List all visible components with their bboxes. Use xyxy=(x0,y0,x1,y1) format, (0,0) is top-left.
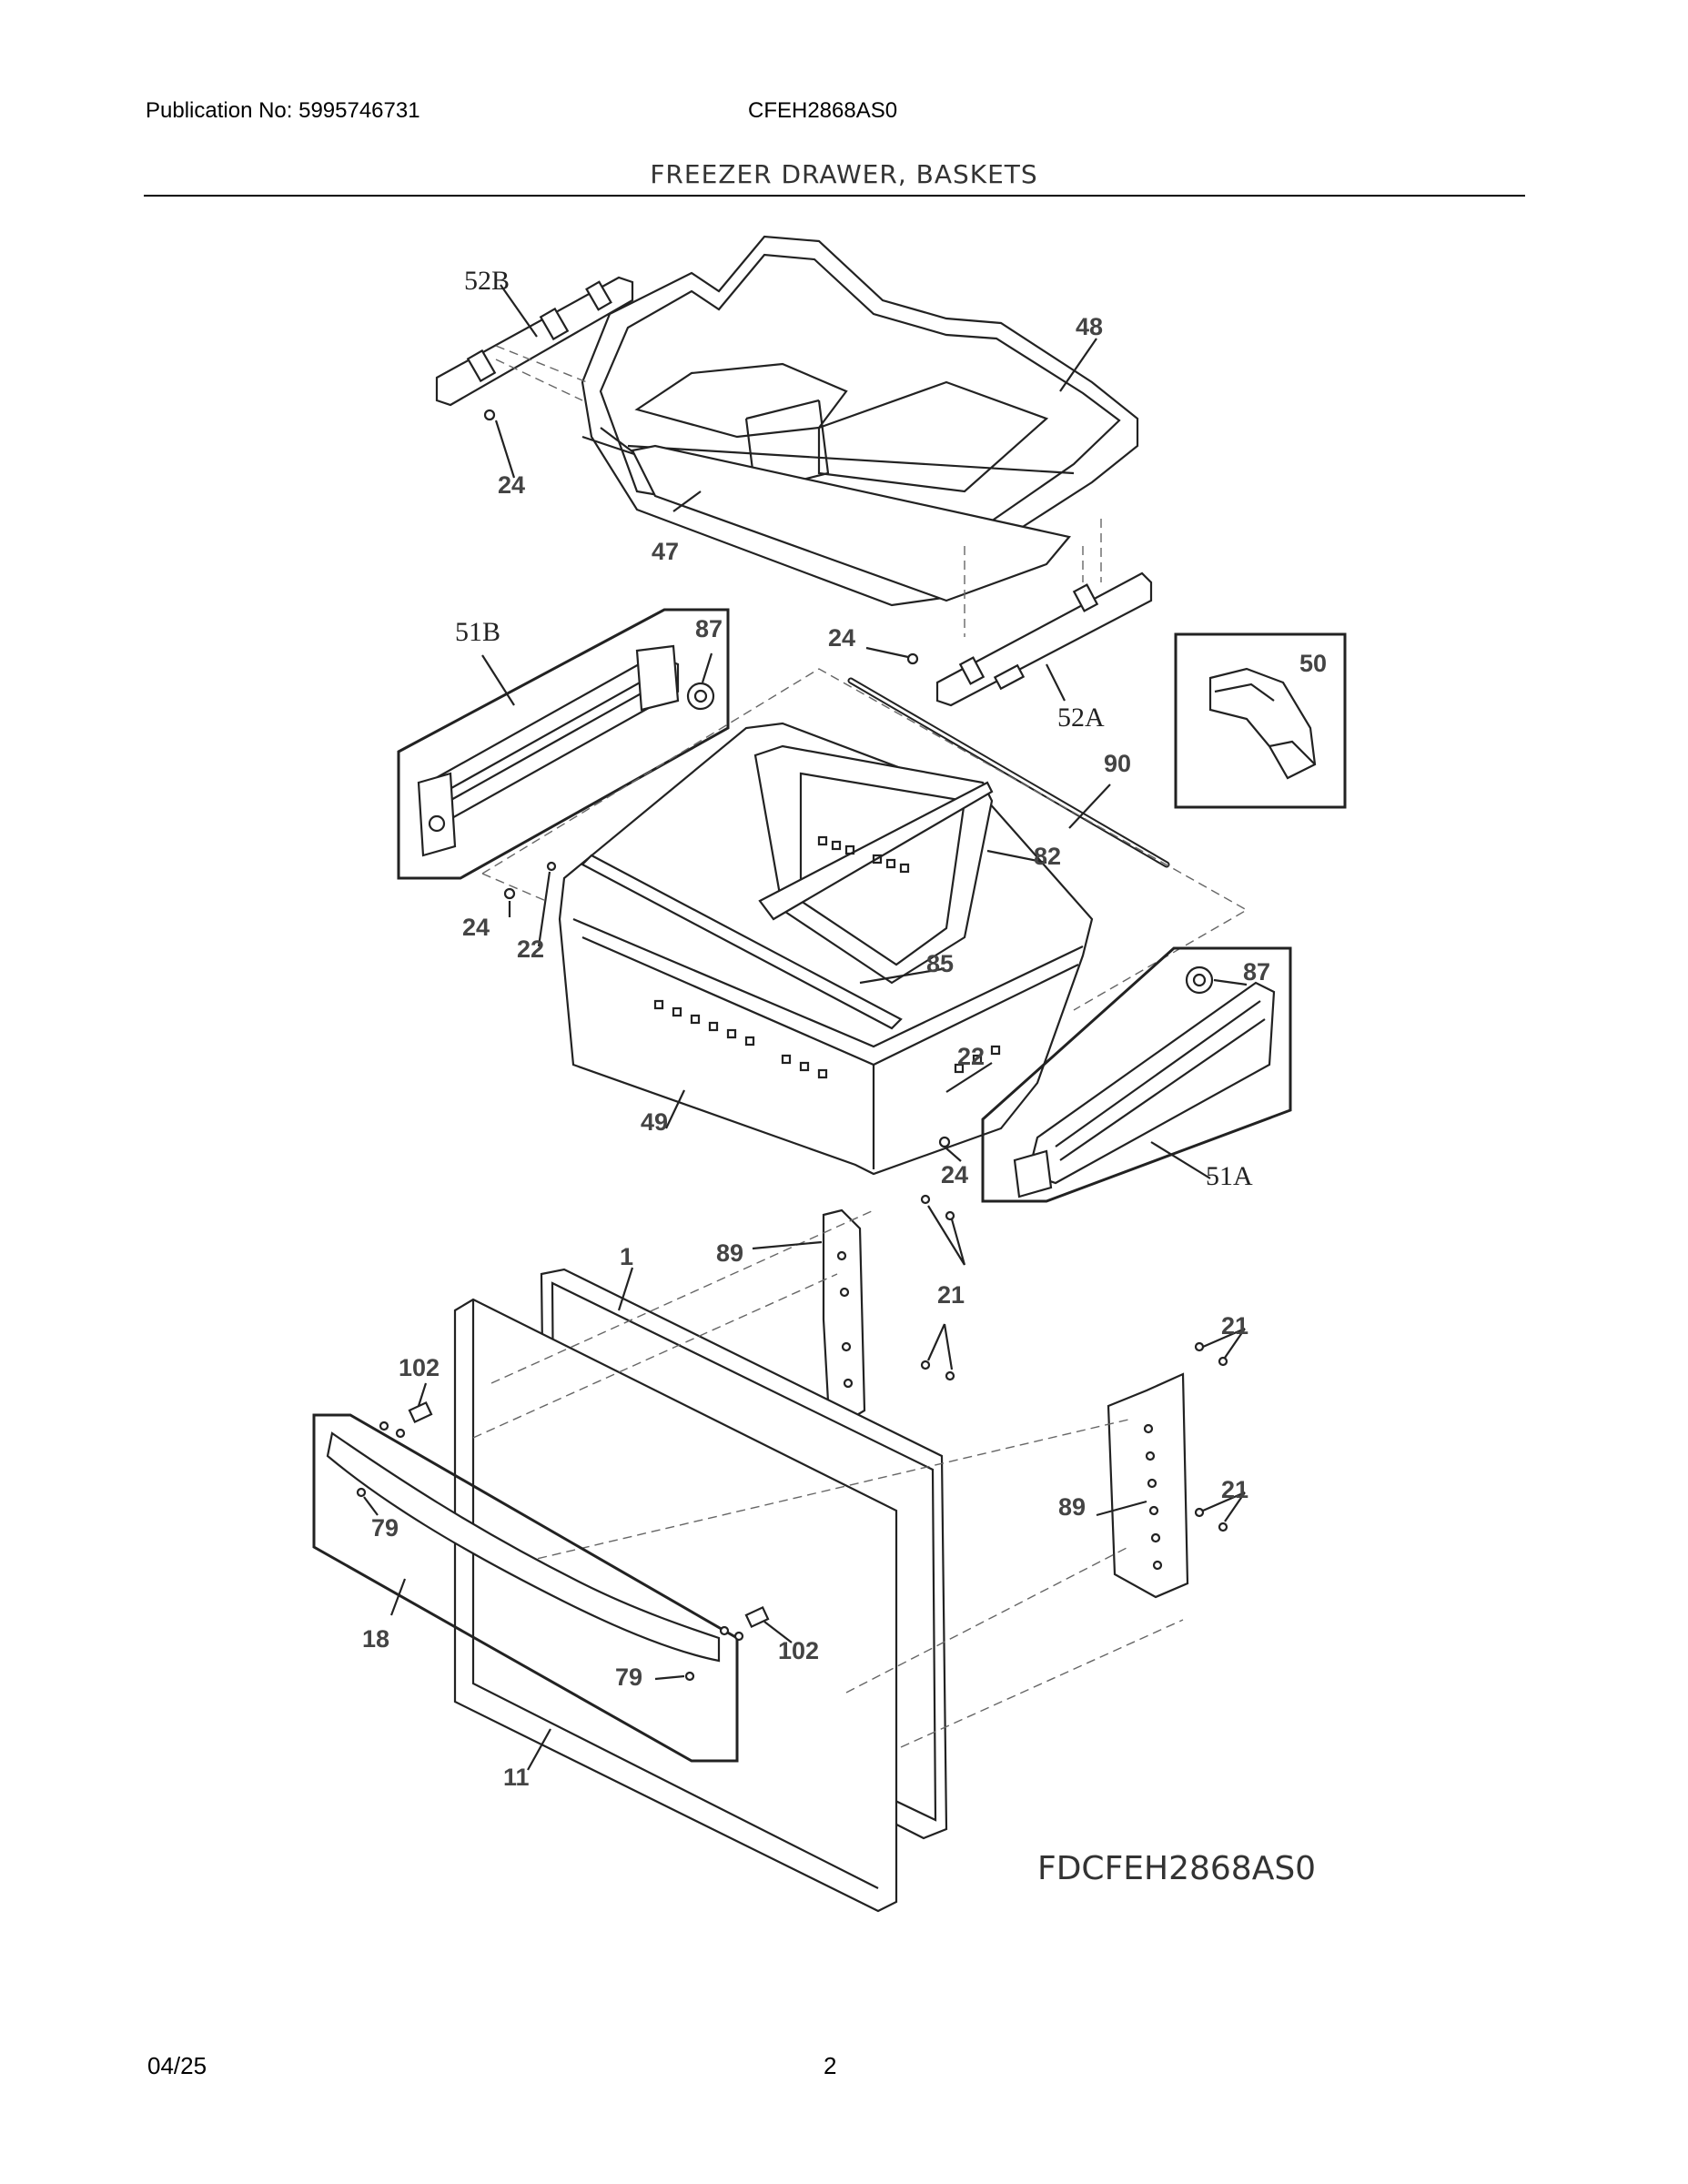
basket-82-upper xyxy=(753,744,994,985)
label-24: 24 xyxy=(941,1161,968,1188)
label-87: 87 xyxy=(695,615,723,642)
label-24: 24 xyxy=(828,624,855,652)
label-11: 11 xyxy=(503,1764,530,1791)
model-number: CFEH2868AS0 xyxy=(748,98,898,123)
label-52b: 52B xyxy=(464,266,510,296)
label-21: 21 xyxy=(1221,1476,1248,1503)
slide-assembly-51a xyxy=(1013,981,1276,1198)
box-50-frame xyxy=(1174,632,1347,809)
page-number: 2 xyxy=(824,2052,837,2079)
label-48: 48 xyxy=(1076,313,1103,340)
screw-79-bottom xyxy=(684,1671,695,1682)
box-51a-frame xyxy=(981,946,1292,1203)
label-102: 102 xyxy=(778,1637,819,1664)
label-18: 18 xyxy=(362,1625,389,1653)
tray-47 xyxy=(631,444,1072,602)
title-rule xyxy=(144,195,1525,197)
label-79: 79 xyxy=(371,1514,399,1542)
label-1: 1 xyxy=(620,1243,633,1270)
endcap-102-bottom xyxy=(744,1605,770,1629)
label-50: 50 xyxy=(1299,650,1327,677)
door-panel-11 xyxy=(453,1298,898,1913)
label-102: 102 xyxy=(399,1354,440,1381)
handle-box-18 xyxy=(312,1413,739,1763)
endcap-102-top xyxy=(408,1400,433,1424)
label-90: 90 xyxy=(1104,750,1131,777)
label-22: 22 xyxy=(957,1043,985,1070)
part-labels: 52B 48 24 47 51B 87 24 52A 50 90 82 24 2… xyxy=(362,266,1327,1791)
label-82: 82 xyxy=(1034,843,1061,870)
publication-number: Publication No: 5995746731 xyxy=(146,98,420,123)
gear-87-right xyxy=(1185,966,1214,995)
label-79: 79 xyxy=(615,1663,642,1691)
slide-assembly-51b xyxy=(417,644,680,857)
basket-grid xyxy=(653,835,1001,1079)
screw-22-left xyxy=(546,861,557,872)
label-24: 24 xyxy=(462,914,490,941)
label-51a: 51A xyxy=(1206,1161,1253,1191)
label-85: 85 xyxy=(926,950,954,977)
screw-24-left xyxy=(503,887,516,900)
page-title: FREEZER DRAWER, BASKETS xyxy=(650,159,1038,189)
bracket-89-left xyxy=(822,1208,866,1426)
bracket-89-right xyxy=(1107,1372,1189,1599)
label-89: 89 xyxy=(1058,1493,1086,1521)
screw-24-top xyxy=(483,409,496,421)
label-21: 21 xyxy=(1221,1312,1248,1340)
part-50-clip xyxy=(1208,667,1317,780)
divider-85 xyxy=(758,781,994,921)
slide-rail-52b xyxy=(435,276,634,407)
label-49: 49 xyxy=(641,1108,668,1136)
slide-rail-52a xyxy=(935,571,1153,707)
rail-bar xyxy=(581,854,903,1030)
label-87: 87 xyxy=(1243,958,1270,986)
box-51b-frame xyxy=(397,608,730,880)
label-51b: 51B xyxy=(455,617,500,647)
diagram-code: FDCFEH2868AS0 xyxy=(1037,1850,1316,1887)
screw-24-right xyxy=(938,1136,951,1148)
bracket-holes xyxy=(836,1250,1163,1571)
handle-18 xyxy=(326,1431,721,1663)
label-22: 22 xyxy=(517,935,544,963)
leader-lines xyxy=(363,284,1248,1771)
label-21: 21 xyxy=(937,1281,965,1309)
label-89: 89 xyxy=(716,1239,743,1267)
screw-24-52a xyxy=(906,652,919,665)
gear-87-left xyxy=(686,682,715,711)
screw-79-top xyxy=(356,1487,367,1498)
label-52a: 52A xyxy=(1057,703,1105,733)
label-47: 47 xyxy=(652,538,679,565)
label-24: 24 xyxy=(498,471,525,499)
footer-date: 04/25 xyxy=(147,2052,207,2079)
